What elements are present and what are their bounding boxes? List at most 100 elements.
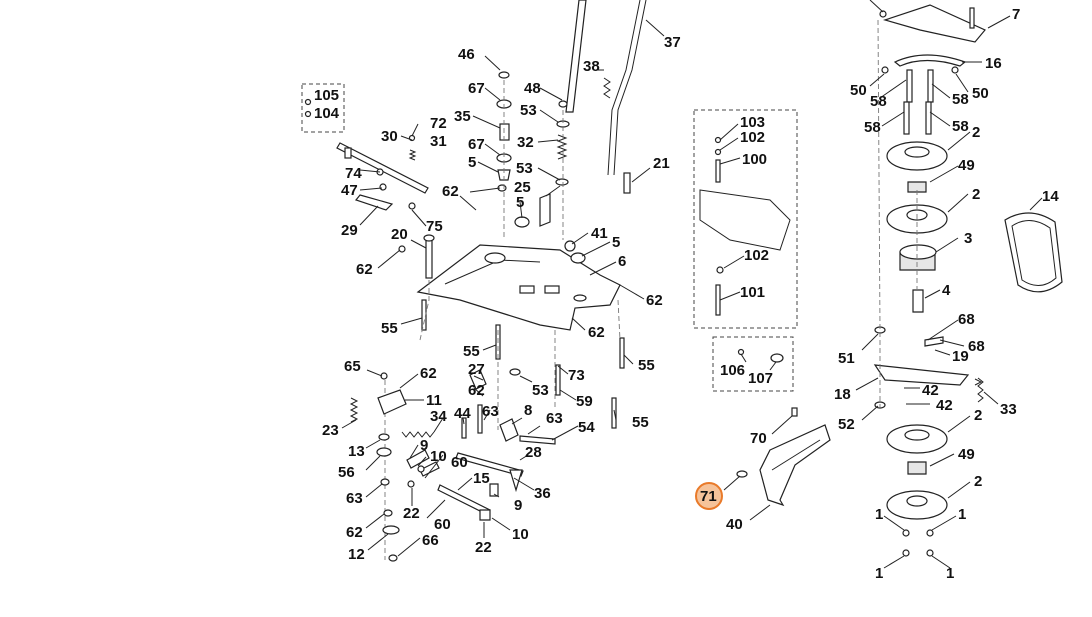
label-16: 16: [985, 55, 1002, 72]
label-10: 10: [430, 448, 447, 465]
label-27: 27: [468, 361, 485, 378]
label-63: 63: [482, 403, 499, 420]
box-106-107: [712, 336, 794, 392]
label-62: 62: [420, 365, 437, 382]
label-4: 4: [942, 282, 951, 299]
label-44: 44: [454, 405, 471, 422]
spring-32: [555, 100, 570, 186]
leader-lines: [341, 0, 1043, 569]
label-1: 1: [958, 506, 966, 523]
label-41: 41: [591, 225, 608, 242]
label-36: 36: [534, 485, 551, 502]
label-12: 12: [348, 546, 365, 563]
label-50: 50: [972, 85, 989, 102]
pivot-25: [514, 193, 586, 264]
label-2: 2: [972, 186, 980, 203]
label-7: 7: [1012, 6, 1020, 23]
label-101: 101: [740, 284, 765, 301]
label-68: 68: [968, 338, 985, 355]
label-58: 58: [864, 119, 881, 136]
label-21: 21: [653, 155, 670, 172]
label-68: 68: [958, 311, 975, 328]
label-42: 42: [936, 397, 953, 414]
label-58: 58: [952, 91, 969, 108]
label-11: 11: [426, 392, 442, 409]
label-107: 107: [748, 370, 773, 387]
label-59: 59: [576, 393, 593, 410]
label-62: 62: [346, 524, 363, 541]
label-15: 15: [473, 470, 490, 487]
label-63: 63: [546, 410, 563, 427]
label-62: 62: [646, 292, 663, 309]
spring-38: [598, 69, 611, 99]
label-13: 13: [348, 443, 365, 460]
label-100: 100: [742, 151, 767, 168]
callout-labels: 46 67 48 38 37 53 35 67 32 5 53 62 25 5 …: [314, 6, 1059, 582]
label-1: 1: [875, 565, 883, 582]
main-plate-6: [416, 244, 621, 331]
label-102: 102: [744, 247, 769, 264]
label-62: 62: [468, 382, 485, 399]
label-60: 60: [434, 516, 451, 533]
label-32: 32: [517, 134, 534, 151]
pin-20: [398, 234, 435, 279]
label-58: 58: [952, 118, 969, 135]
label-40: 40: [726, 516, 743, 533]
strap-16: [881, 54, 967, 74]
label-66: 66: [422, 532, 439, 549]
label-6: 6: [618, 253, 626, 270]
top-bracket-7: [879, 4, 986, 43]
label-62: 62: [588, 324, 605, 341]
label-5: 5: [468, 154, 476, 171]
belt-14: [1004, 212, 1063, 293]
label-29: 29: [341, 222, 358, 239]
label-58: 58: [870, 93, 887, 110]
label-55: 55: [381, 320, 398, 337]
label-53: 53: [520, 102, 537, 119]
label-25: 25: [514, 179, 531, 196]
label-55: 55: [463, 343, 480, 360]
rod-37: [565, 0, 665, 176]
label-67: 67: [468, 80, 485, 97]
label-74: 74: [345, 165, 362, 182]
label-105: 105: [314, 87, 339, 104]
label-22: 22: [403, 505, 420, 522]
label-72: 72: [430, 115, 447, 132]
label-1: 1: [946, 565, 954, 582]
lower-linkage: [349, 364, 561, 562]
label-75: 75: [426, 218, 443, 235]
label-33: 33: [1000, 401, 1017, 418]
label-5: 5: [516, 194, 524, 211]
label-28: 28: [525, 444, 542, 461]
label-47: 47: [341, 182, 358, 199]
label-34: 34: [430, 408, 447, 425]
label-63: 63: [346, 490, 363, 507]
label-18: 18: [834, 386, 851, 403]
label-55: 55: [638, 357, 655, 374]
label-23: 23: [322, 422, 339, 439]
label-52: 52: [838, 416, 855, 433]
label-19: 19: [952, 348, 969, 365]
label-62: 62: [356, 261, 373, 278]
box-104-105: [301, 83, 345, 133]
label-51: 51: [838, 350, 855, 367]
label-2: 2: [974, 407, 982, 424]
label-1: 1: [875, 506, 883, 523]
label-70: 70: [750, 430, 767, 447]
label-46: 46: [458, 46, 475, 63]
label-8: 8: [524, 402, 532, 419]
label-9: 9: [420, 437, 428, 454]
pin-21: [623, 172, 631, 194]
label-104: 104: [314, 105, 340, 122]
label-53: 53: [532, 382, 549, 399]
label-14: 14: [1042, 188, 1059, 205]
label-55: 55: [632, 414, 649, 431]
label-50: 50: [850, 82, 867, 99]
label-37: 37: [664, 34, 681, 51]
bolts-58: [903, 69, 934, 135]
label-71: 71: [700, 488, 717, 505]
label-2: 2: [974, 473, 982, 490]
label-30: 30: [381, 128, 398, 145]
label-56: 56: [338, 464, 355, 481]
label-10: 10: [512, 526, 529, 543]
